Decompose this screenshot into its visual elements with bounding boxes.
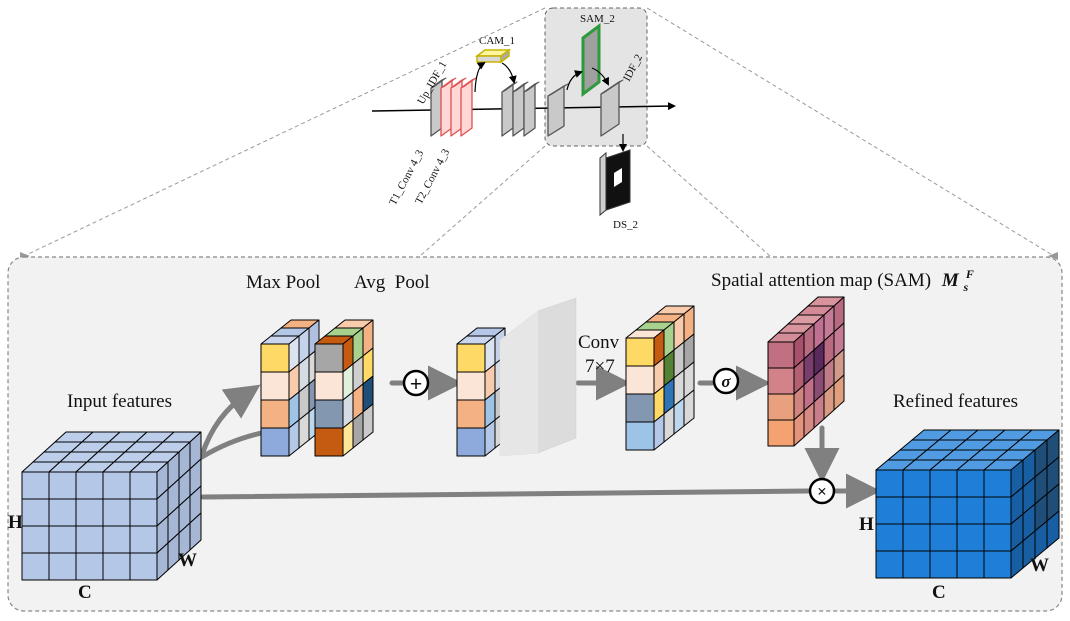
add-operator: + (402, 369, 430, 397)
slab-cam-c (523, 81, 540, 137)
sam-block (581, 23, 601, 97)
refined-h-label: H (859, 514, 874, 535)
refined-w-label: W (1030, 555, 1049, 576)
input-c-label: C (78, 582, 92, 603)
concat-block (456, 297, 577, 457)
input-w-label: W (178, 550, 197, 571)
input-features-label: Input features (67, 391, 172, 412)
spatial-attention-map (767, 296, 845, 447)
refined-features-label: Refined features (893, 391, 1018, 412)
svg-text:+: + (410, 371, 423, 396)
avg-pool-block (314, 319, 374, 457)
svg-text:σ: σ (721, 372, 731, 391)
arrow-from-cam (501, 62, 517, 84)
cam-block (474, 48, 512, 64)
network-overview: Up_IDF_1 CAM_1 SAM_2 IDF_2 T1_Conv 4_3 T… (371, 7, 676, 231)
input-h-label: H (8, 512, 23, 533)
network-feature-maps (430, 77, 624, 137)
conv-size-label: 7×7 (585, 356, 615, 377)
sigma-operator: σ (712, 367, 740, 395)
refined-feature-cube (875, 429, 1060, 579)
conv-kernel-plane (499, 297, 577, 457)
label-cam: CAM_1 (479, 35, 515, 47)
arrow-input-skip (200, 488, 811, 500)
multiply-operator: × (808, 477, 836, 505)
slab-pre-sam (547, 83, 569, 137)
arrow-from-sam (591, 67, 609, 86)
zoom-lines (20, 7, 1058, 260)
slab-t1-conv (440, 77, 457, 137)
svg-text:×: × (817, 482, 827, 501)
arrow-input-to-maxpool (199, 384, 261, 458)
conv-output-block (625, 305, 695, 451)
label-ds: DS_2 (613, 219, 638, 231)
arrow-to-sam (566, 70, 583, 91)
max-pool-label: Max Pool (246, 272, 320, 293)
feature-blocks (21, 296, 1060, 581)
conv-label: Conv (578, 332, 620, 353)
slab-t3-conv (460, 77, 477, 137)
refined-c-label: C (932, 582, 946, 603)
avg-pool-label: Avg Pool (354, 272, 430, 293)
arrow-to-cam (474, 61, 486, 93)
input-feature-cube (21, 431, 202, 581)
ds-block (599, 149, 631, 217)
sam-title: Spatial attention map (SAM) M s F (711, 267, 974, 296)
slab-t2-conv (450, 77, 467, 137)
label-sam: SAM_2 (580, 13, 615, 25)
slab-cam-b (512, 81, 529, 137)
max-pool-block (260, 319, 320, 457)
slab-idf (600, 79, 624, 137)
